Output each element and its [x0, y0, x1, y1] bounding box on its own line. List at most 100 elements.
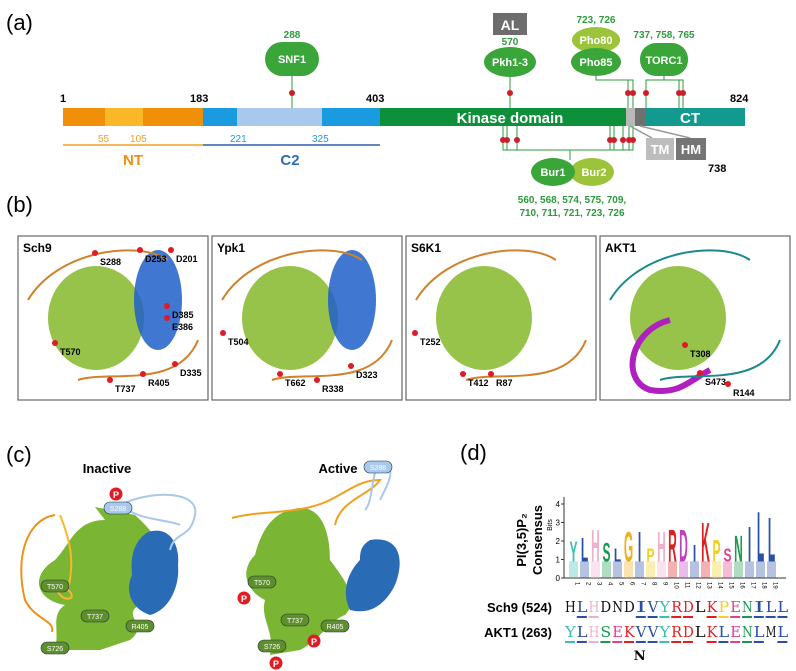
c2-domain-cartoon: [328, 250, 376, 350]
panel-b-label: (b): [6, 192, 33, 217]
residue-underline: [612, 641, 623, 643]
logo-letter: N: [734, 528, 743, 570]
bur2-label: Bur2: [581, 167, 606, 179]
torc1-sites: 737, 758, 765: [633, 30, 695, 41]
sequence-residue: R: [671, 623, 682, 641]
residue-marker: [172, 361, 178, 367]
pho85-kinase: [571, 48, 621, 76]
residue-label: T308: [690, 349, 711, 359]
ct-label: CT: [680, 110, 700, 127]
logo-position: 11: [684, 582, 690, 589]
residue-label: S288: [100, 257, 121, 267]
logo-position: 5: [618, 582, 624, 586]
logo-position: 10: [673, 582, 679, 589]
site-label: T570: [47, 584, 63, 591]
bur-sites-2: 710, 711, 721, 723, 726: [519, 208, 625, 219]
bur1-label: Bur1: [540, 167, 565, 179]
bur-sites-dots: [500, 137, 636, 143]
sequence-residue: E: [612, 623, 623, 641]
site-badge: [257, 639, 287, 653]
domain-bar: Kinase domain CT: [63, 108, 745, 127]
kinase-domain-cartoon: [630, 266, 726, 370]
logo-bits-label: Bits: [547, 519, 554, 531]
pkh-kinase: [484, 47, 536, 77]
kinase-domain-cartoon: [242, 266, 338, 370]
logo-minor-letters: [635, 561, 644, 578]
logo-position: 14: [717, 582, 723, 589]
panel-a-label: (a): [6, 10, 33, 35]
site-label: T737: [287, 618, 303, 625]
residue-label: D385: [172, 310, 194, 320]
site-badge: [40, 579, 70, 593]
logo-minor-letters: [690, 561, 699, 578]
residue-label: D201: [176, 254, 198, 264]
sequence-residue: Y: [658, 598, 671, 616]
residue-label: T662: [285, 378, 306, 388]
logo-position: 4: [607, 582, 613, 586]
logo-position: 2: [585, 582, 591, 586]
residue-underline: [565, 641, 575, 643]
sequence-residue: L: [695, 623, 706, 641]
logo-letter: D: [679, 520, 688, 571]
residue-underline: [588, 616, 599, 618]
phospho-marker: [237, 591, 251, 605]
logo-letter: I: [638, 523, 641, 571]
sequence-residue: L: [754, 623, 765, 641]
ph-domain-cartoon: [629, 317, 712, 394]
residue-label: R87: [496, 378, 513, 388]
residue-marker: [725, 381, 731, 387]
residue-marker: [488, 371, 494, 377]
residue-marker: [140, 371, 146, 377]
sequence-residue: V: [635, 623, 648, 641]
mutation-label: N: [634, 649, 646, 664]
bur2-kinase: [570, 158, 614, 186]
c2-segment-2: [322, 108, 380, 126]
residue-underline: [753, 641, 764, 643]
bur1-kinase: [531, 158, 575, 186]
logo-letter: I: [693, 540, 696, 567]
logo-ytick-label: 4: [556, 500, 561, 509]
pho85-label: Pho85: [579, 57, 612, 69]
sequence-residue: L: [577, 598, 588, 616]
logo-minor-letters: [646, 561, 655, 578]
residue-underline: [671, 616, 682, 618]
residue-underline: [600, 641, 611, 643]
logo-ytick-label: 3: [556, 519, 561, 528]
phospho-label: P: [113, 490, 119, 500]
residue-underline: [777, 641, 788, 643]
sequence-residue: P: [718, 598, 729, 616]
loop-cartoon: [221, 249, 393, 381]
sequence-residue: N: [612, 598, 623, 616]
logo-minor-letters: [723, 561, 732, 578]
sequence-residue: V: [647, 598, 660, 616]
residue-label: T412: [468, 378, 489, 388]
residue-marker: [682, 342, 688, 348]
residue-label: E386: [172, 322, 193, 332]
residue-underline: [718, 641, 729, 643]
residue-underline: [718, 616, 729, 618]
logo-minor-letters: [580, 561, 589, 578]
phospho-marker: [269, 656, 283, 670]
residue-label: D253: [145, 254, 167, 264]
residue-underline: [635, 641, 646, 643]
hm-box: [676, 138, 706, 160]
residue-underline: [647, 616, 658, 618]
pos-325: 325: [312, 134, 329, 145]
residue-marker: [52, 340, 58, 346]
site-label: T737: [87, 614, 103, 621]
site-badge: [80, 609, 110, 623]
kinase-lobe-inactive: [38, 507, 170, 650]
logo-letter: I: [748, 516, 751, 572]
c2-domain-inactive: [129, 530, 179, 615]
residue-underline: [683, 641, 693, 643]
site-570: [507, 90, 513, 96]
logo-minor-letters: [602, 561, 611, 578]
site-badge: [40, 641, 70, 655]
sequence-residue: E: [730, 598, 741, 616]
site-label: S726: [47, 646, 63, 653]
logo-position: 12: [695, 582, 701, 589]
tm-hm-link: [629, 125, 691, 139]
